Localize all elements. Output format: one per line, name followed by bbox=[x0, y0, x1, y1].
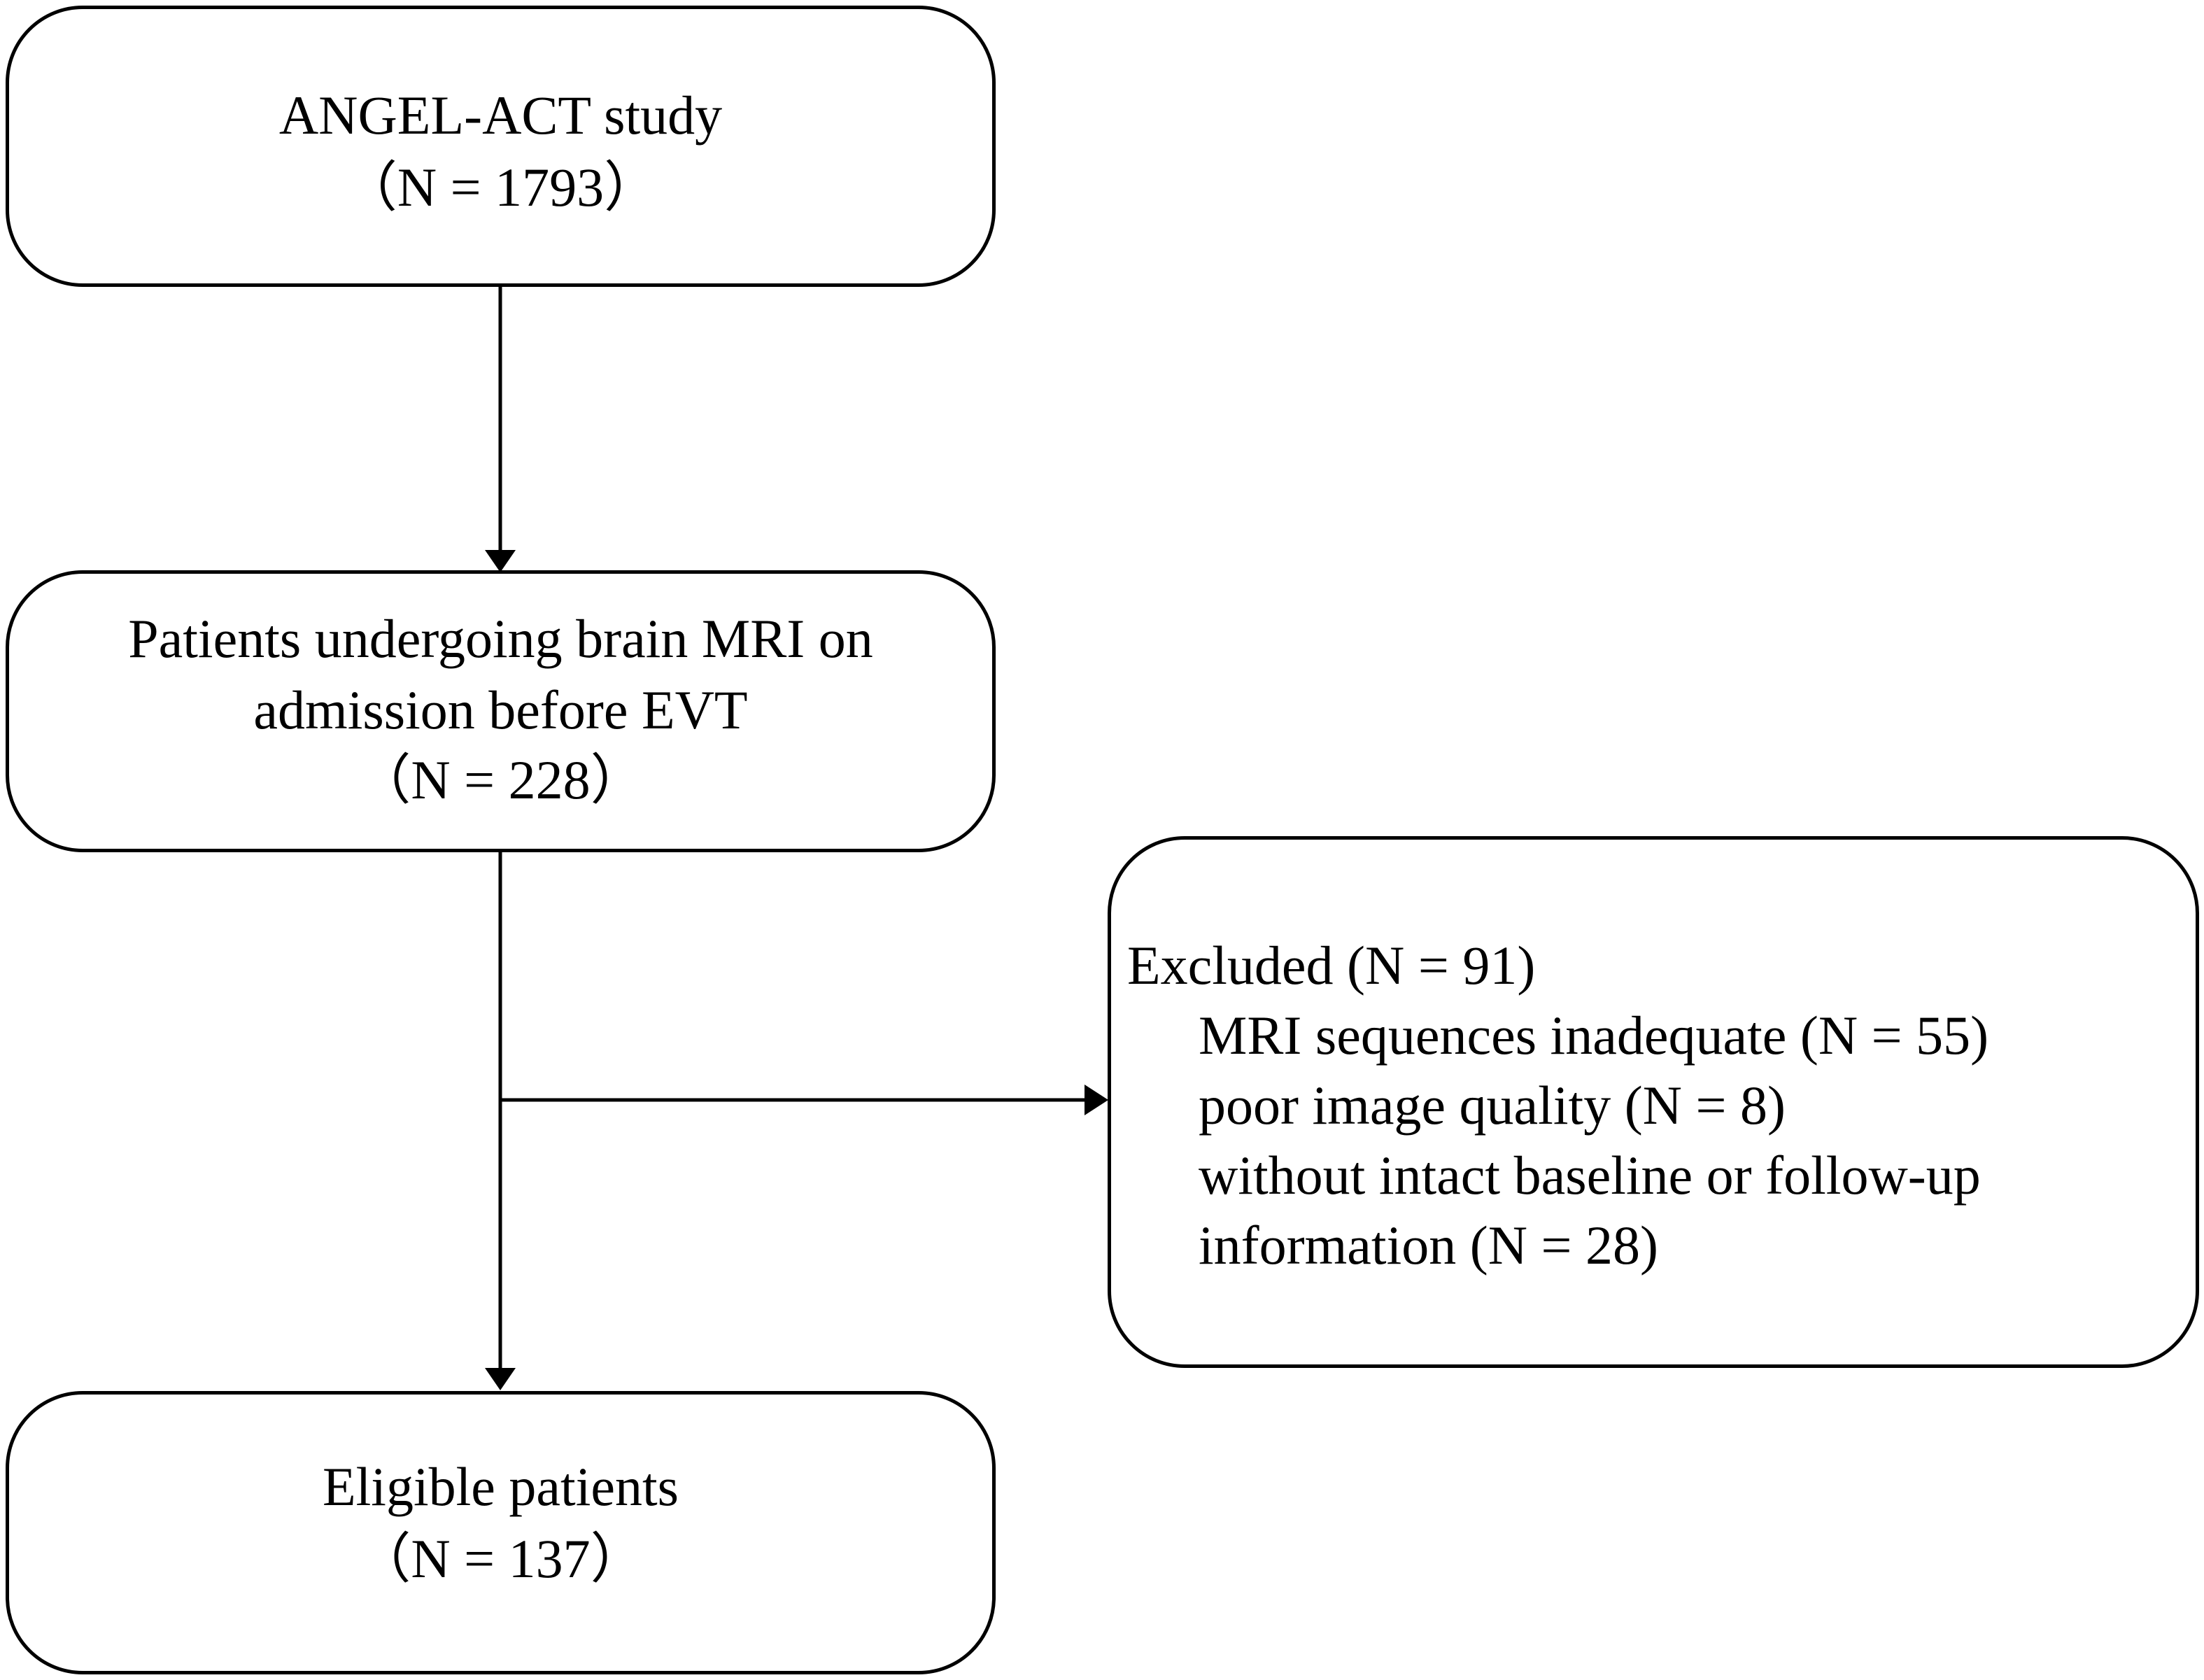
mri-line2: admission before EVT bbox=[253, 679, 748, 740]
excluded-item: poor image quality (N = 8) bbox=[1199, 1075, 1786, 1136]
eligible-title: Eligible patients bbox=[322, 1456, 679, 1517]
arrowhead-mri-to-eligible bbox=[485, 1368, 516, 1390]
arrowhead-study-to-mri bbox=[485, 550, 516, 572]
mri-box: Patients undergoing brain MRI on admissi… bbox=[6, 570, 996, 852]
excluded-item: MRI sequences inadequate (N = 55) bbox=[1199, 1005, 1989, 1066]
eligible-box: Eligible patients （N = 137） bbox=[6, 1391, 996, 1674]
study-box: ANGEL-ACT study （N = 1793） bbox=[6, 6, 996, 287]
excluded-item: without intact baseline or follow-up bbox=[1199, 1145, 1981, 1206]
eligible-count: （N = 137） bbox=[356, 1528, 645, 1589]
arrowhead-to-excluded bbox=[1085, 1085, 1108, 1115]
mri-count: （N = 228） bbox=[356, 749, 645, 810]
excluded-box: Excluded (N = 91) MRI sequences inadequa… bbox=[1108, 836, 2199, 1368]
excluded-item: information (N = 28) bbox=[1199, 1215, 1659, 1276]
study-count: （N = 1793） bbox=[342, 157, 659, 218]
study-title: ANGEL-ACT study bbox=[278, 85, 723, 146]
excluded-title: Excluded (N = 91) bbox=[1127, 935, 1536, 996]
mri-line1: Patients undergoing brain MRI on bbox=[128, 608, 873, 669]
